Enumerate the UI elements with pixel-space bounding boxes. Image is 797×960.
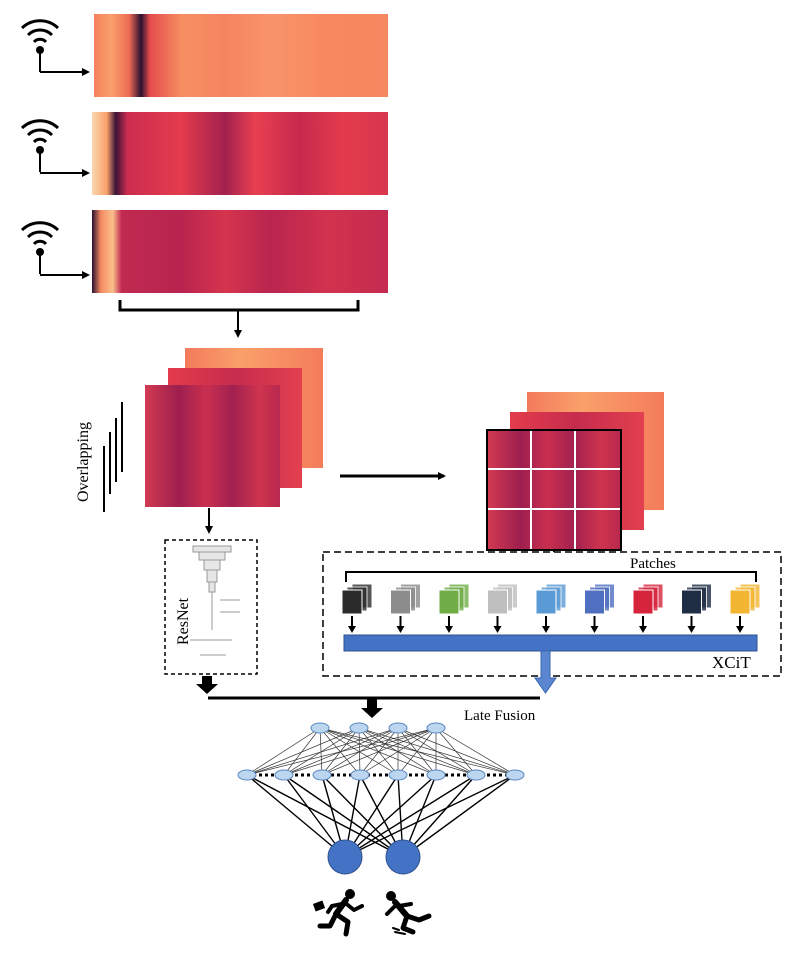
patch-tile: [584, 583, 615, 615]
patch-arrow: [639, 616, 647, 633]
nn-edge: [402, 774, 516, 858]
overlap-lines: [103, 402, 123, 512]
heatmap-1: [94, 14, 388, 97]
patch-tile: [438, 583, 470, 615]
late-fusion-label: Late Fusion: [464, 708, 536, 724]
antenna-row-1: [20, 14, 388, 97]
nn-node: [312, 769, 332, 781]
antenna-row-2: [20, 112, 388, 195]
nn-node: [274, 769, 294, 781]
patch-arrow: [493, 616, 502, 633]
patch-tile: [681, 583, 712, 615]
nn-edge: [344, 774, 516, 858]
output-node-fall: [385, 839, 421, 875]
falling-person-icon: [385, 891, 432, 935]
patch-arrow: [736, 616, 744, 633]
resnet-box: ResNet: [164, 539, 258, 675]
nn-node: [350, 769, 370, 781]
xcit-box: Patches XCiT: [322, 551, 782, 677]
patch-tile: [487, 583, 518, 615]
neural-network-nodes: [237, 722, 525, 781]
nn-edge: [435, 727, 477, 776]
nn-edge: [246, 774, 346, 858]
patch-tile: [341, 583, 373, 615]
resnet-output-arrow: [196, 676, 218, 694]
nn-node: [426, 722, 446, 734]
stacked-heatmaps: [145, 348, 323, 507]
nn-node: [466, 769, 486, 781]
resnet-label: ResNet: [175, 597, 192, 645]
nn-node: [426, 769, 446, 781]
nn-node: [349, 722, 369, 734]
nn-edge: [397, 727, 437, 776]
nn-edge: [321, 774, 404, 858]
nn-edge: [344, 774, 477, 858]
wifi-antenna-icon: [20, 119, 60, 172]
patch-arrow: [348, 616, 356, 633]
antenna-row-3: [20, 210, 388, 293]
nn-edge: [283, 727, 437, 776]
nn-edge: [246, 727, 437, 776]
nn-edge: [397, 727, 477, 776]
patches-bracket: [345, 571, 757, 582]
nn-edge: [246, 774, 404, 858]
patch-grid-stack: [486, 392, 664, 551]
neural-network-edges: [246, 727, 516, 858]
nn-edge: [319, 727, 437, 776]
running-person-icon: [312, 889, 364, 937]
nn-edge: [246, 727, 321, 776]
nn-node: [388, 769, 408, 781]
fusion-arrow: [361, 698, 383, 718]
nn-edge: [435, 727, 516, 776]
nn-edge: [246, 727, 399, 776]
xcit-label: XCiT: [712, 653, 751, 672]
patch-arrow: [590, 616, 599, 633]
xcit-output-arrow: [534, 650, 557, 694]
nn-edge: [359, 727, 437, 776]
nn-edge: [358, 727, 477, 776]
overlapping-label: Overlapping: [75, 422, 92, 502]
nn-edge: [402, 774, 477, 858]
heatmap-3: [92, 210, 388, 293]
heatmap-2: [92, 112, 388, 195]
nn-edge: [319, 727, 361, 776]
output-node-run: [327, 839, 363, 875]
nn-edge: [397, 727, 516, 776]
patch-tile: [535, 583, 567, 615]
wifi-antenna-icon: [20, 19, 60, 72]
nn-edge: [321, 727, 437, 776]
wifi-antenna-icon: [20, 221, 60, 274]
xcit-bar: [343, 634, 758, 652]
nn-node: [505, 769, 525, 781]
patches-label: Patches: [630, 556, 676, 572]
nn-node: [237, 769, 257, 781]
patch-tile: [390, 583, 421, 615]
patch-arrow: [687, 616, 696, 633]
merge-bracket: [118, 300, 360, 338]
patch-arrow: [396, 616, 405, 633]
nn-edge: [246, 727, 360, 776]
patch-tile: [729, 583, 761, 615]
resnet-architecture-sketch: [190, 545, 240, 656]
patch-tiles: [341, 583, 761, 633]
patch-grid-lines: [488, 431, 620, 549]
nn-edge: [283, 727, 321, 776]
patch-tile: [632, 583, 664, 615]
nn-node: [388, 722, 408, 734]
patch-arrow: [445, 616, 453, 633]
nn-node: [310, 722, 330, 734]
nn-edge: [283, 774, 404, 858]
nn-edge: [344, 774, 437, 858]
patch-arrow: [542, 616, 550, 633]
